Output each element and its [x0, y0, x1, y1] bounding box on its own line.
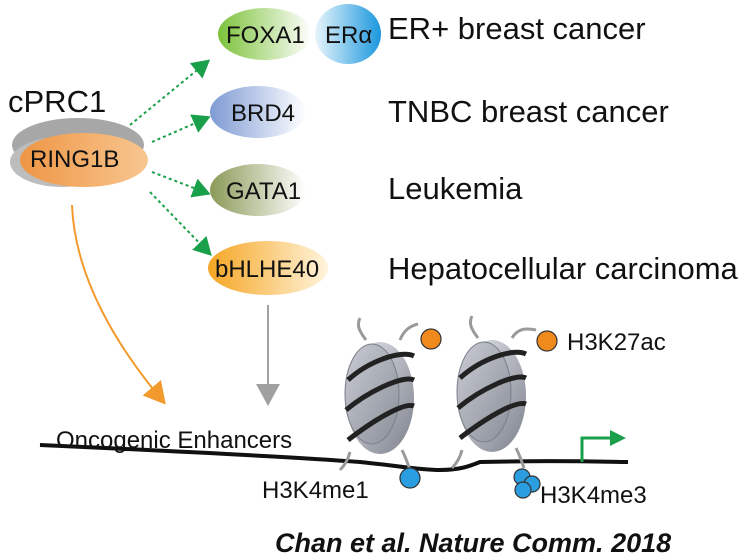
- ring1b-shape: [20, 133, 148, 187]
- histone-tail: [510, 327, 537, 339]
- cprc1-complex: cPRC1 RING1B: [8, 84, 148, 187]
- acetyl-mark: [420, 328, 442, 350]
- histone-tail: [338, 451, 352, 472]
- gata1-shape: [210, 164, 306, 216]
- citation: Chan et al. Nature Comm. 2018: [275, 528, 671, 558]
- subunit-name: RING1B: [30, 146, 119, 173]
- arrow-to-gata1: [151, 171, 211, 198]
- disease-label: TNBC breast cancer: [388, 94, 669, 129]
- factor-gata1: GATA1 Leukemia: [210, 164, 523, 216]
- dna-strand: [39, 443, 629, 473]
- histone-tail: [356, 317, 368, 341]
- factor-foxa1: FOXA1 ERα ER+ breast cancer: [218, 4, 646, 64]
- dna-wrap: [456, 374, 528, 410]
- arrow-to-foxa1: [129, 59, 211, 126]
- disease-label: ER+ breast cancer: [388, 11, 646, 46]
- histone-tail: [398, 322, 419, 341]
- histone-tail: [468, 315, 480, 339]
- mark-label-h3k4me1: H3K4me1: [262, 477, 369, 504]
- factor-label: BRD4: [231, 100, 295, 127]
- mark-label-h3k27ac: H3K27ac: [567, 329, 666, 356]
- dna-wrap: [458, 349, 528, 380]
- nucleosome-2: [450, 315, 558, 499]
- nucleosome-1: [338, 317, 442, 489]
- disease-label: Hepatocellular carcinoma: [388, 251, 739, 286]
- factor-label: GATA1: [226, 178, 301, 205]
- mark-label-h3k4me3: H3K4me3: [540, 482, 647, 509]
- factor-bhlhe40: bHLHE40 Hepatocellular carcinoma: [208, 241, 739, 295]
- era-shape: [315, 4, 381, 64]
- dna-wrap: [346, 402, 415, 442]
- arrow-to-brd4: [151, 114, 211, 143]
- tss-arrow: [580, 436, 612, 462]
- factor-brd4: BRD4 TNBC breast cancer: [210, 86, 669, 138]
- histone-tail: [514, 447, 526, 469]
- complex-name: cPRC1: [8, 84, 106, 119]
- recruitment-arrows: [129, 59, 212, 256]
- enhancer-label: Oncogenic Enhancers: [56, 427, 292, 454]
- factor-label: bHLHE40: [215, 256, 319, 283]
- dna-wrap: [344, 376, 416, 412]
- methyl-mark: [399, 467, 421, 489]
- dna-wrap: [458, 400, 527, 440]
- foxa1-shape: [218, 8, 312, 60]
- bhlhe40-shape: [208, 241, 328, 295]
- methyl-mark: [514, 481, 532, 499]
- tss-arrowhead: [610, 430, 626, 446]
- factor-label: FOXA1: [226, 22, 305, 49]
- brd4-shape: [210, 86, 306, 138]
- dna-wrap: [346, 351, 416, 382]
- histone-tail: [450, 449, 464, 470]
- disease-label: Leukemia: [388, 171, 523, 206]
- ring1b-to-enhancer-arrow: [71, 204, 166, 405]
- partner-label: ERα: [325, 22, 372, 49]
- acetyl-mark: [536, 330, 558, 352]
- arrow-to-bhlhe40: [149, 191, 212, 256]
